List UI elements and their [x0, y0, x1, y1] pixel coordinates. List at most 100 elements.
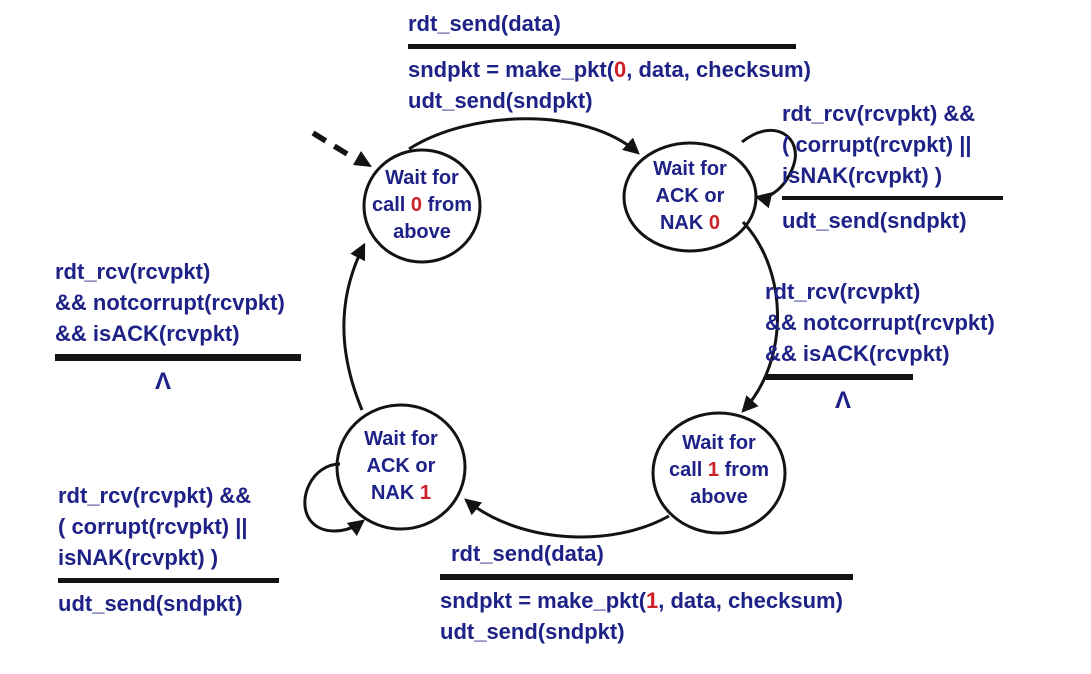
action-line: udt_send(sndpkt)	[58, 588, 279, 619]
transition-arrow-send0	[408, 117, 640, 155]
transition-label-send0: rdt_send(data) sndpkt = make_pkt(0, data…	[408, 8, 811, 116]
initial-state-arrow	[311, 130, 354, 160]
event-action-divider	[782, 196, 1003, 200]
event-action-divider	[58, 578, 279, 583]
action-line: sndpkt = make_pkt(0, data, checksum)	[408, 54, 811, 85]
state-wait-ack-nak-1: Wait for ACK or NAK 1	[326, 426, 476, 507]
action-text: udt_send(sndpkt)	[408, 88, 593, 113]
lambda-symbol: Λ	[835, 387, 852, 414]
event-text: && notcorrupt(rcvpkt)	[765, 310, 995, 335]
event-line: ( corrupt(rcvpkt) ||	[782, 129, 1003, 160]
event-line: rdt_rcv(rcvpkt)	[765, 276, 995, 307]
action-line: udt_send(sndpkt)	[440, 616, 853, 647]
transition-label-send1: rdt_send(data) sndpkt = make_pkt(1, data…	[440, 538, 853, 647]
event-line: rdt_rcv(rcvpkt) &&	[58, 480, 279, 511]
action-text: udt_send(sndpkt)	[440, 619, 625, 644]
event-line: && isACK(rcvpkt)	[765, 338, 995, 369]
event-text: ( corrupt(rcvpkt) ||	[782, 132, 972, 157]
state-line: ACK or	[615, 183, 765, 210]
self-loop-resend0	[741, 129, 797, 209]
state-text: NAK	[659, 212, 709, 234]
event-line: isNAK(rcvpkt) )	[58, 542, 279, 573]
state-line: above	[347, 219, 497, 246]
action-text: sndpkt = make_pkt(	[408, 57, 615, 82]
state-line: Wait for	[615, 156, 765, 183]
state-line: NAK 0	[615, 210, 765, 237]
state-text: from	[719, 459, 770, 481]
event-line: ( corrupt(rcvpkt) ||	[58, 511, 279, 542]
transition-label-ack0: rdt_rcv(rcvpkt) && notcorrupt(rcvpkt) &&…	[765, 276, 995, 416]
event-line: rdt_send(data)	[408, 8, 811, 39]
action-line: Λ	[55, 366, 301, 397]
event-action-divider	[765, 374, 913, 380]
state-text: Wait for	[364, 428, 438, 450]
event-text: rdt_send(data)	[451, 541, 604, 566]
state-line: call 0 from	[347, 192, 497, 219]
event-text: && isACK(rcvpkt)	[55, 321, 240, 346]
event-text: rdt_rcv(rcvpkt) &&	[782, 101, 976, 126]
state-text: call	[371, 194, 411, 216]
event-line: isNAK(rcvpkt) )	[782, 160, 1003, 191]
event-text: ( corrupt(rcvpkt) ||	[58, 514, 248, 539]
state-wait-ack-nak-0: Wait for ACK or NAK 0	[615, 156, 765, 237]
state-line: Wait for	[347, 165, 497, 192]
event-line: && notcorrupt(rcvpkt)	[765, 307, 995, 338]
state-text: NAK	[370, 482, 420, 504]
lambda-symbol: Λ	[155, 368, 172, 395]
sequence-digit: 1	[707, 459, 720, 481]
sequence-digit: 0	[614, 57, 627, 82]
event-line: rdt_rcv(rcvpkt)	[55, 256, 301, 287]
action-text: udt_send(sndpkt)	[782, 208, 967, 233]
action-text: udt_send(sndpkt)	[58, 591, 243, 616]
event-action-divider	[55, 354, 301, 361]
state-line: NAK 1	[326, 480, 476, 507]
event-text: rdt_rcv(rcvpkt) &&	[58, 483, 252, 508]
transition-label-ack1: rdt_rcv(rcvpkt) && notcorrupt(rcvpkt) &&…	[55, 256, 301, 397]
state-text: Wait for	[653, 158, 727, 180]
action-line: udt_send(sndpkt)	[408, 85, 811, 116]
event-text: isNAK(rcvpkt) )	[58, 545, 219, 570]
state-line: call 1 from	[644, 457, 794, 484]
state-line: Wait for	[644, 430, 794, 457]
action-text: , data, checksum)	[658, 588, 843, 613]
event-text: rdt_rcv(rcvpkt)	[765, 279, 921, 304]
action-line: Λ	[765, 385, 995, 416]
event-text: rdt_rcv(rcvpkt)	[55, 259, 211, 284]
state-line: ACK or	[326, 453, 476, 480]
state-wait-call-1: Wait for call 1 from above	[644, 430, 794, 511]
transition-arrow-ack1	[342, 242, 366, 411]
event-action-divider	[408, 44, 796, 49]
state-text: Wait for	[385, 167, 459, 189]
action-text: sndpkt = make_pkt(	[440, 588, 647, 613]
initial-state-arrowhead	[353, 151, 372, 167]
action-line: sndpkt = make_pkt(1, data, checksum)	[440, 585, 853, 616]
state-text: ACK or	[655, 185, 725, 207]
state-circle-wait-call-1	[651, 411, 787, 535]
state-line: above	[644, 484, 794, 511]
event-line: && isACK(rcvpkt)	[55, 318, 301, 349]
state-text: Wait for	[682, 432, 756, 454]
state-text: call	[668, 459, 708, 481]
state-line: Wait for	[326, 426, 476, 453]
state-wait-call-0: Wait for call 0 from above	[347, 165, 497, 246]
action-line: udt_send(sndpkt)	[782, 205, 1003, 236]
sequence-digit: 0	[410, 194, 423, 216]
transition-label-resend1: rdt_rcv(rcvpkt) && ( corrupt(rcvpkt) || …	[58, 480, 279, 619]
event-action-divider	[440, 574, 853, 580]
transition-arrow-send1	[464, 498, 670, 539]
event-text: && notcorrupt(rcvpkt)	[55, 290, 285, 315]
event-text: isNAK(rcvpkt) )	[782, 163, 943, 188]
state-text: above	[690, 486, 748, 508]
event-text: && isACK(rcvpkt)	[765, 341, 950, 366]
state-text: above	[393, 221, 451, 243]
sequence-digit: 1	[419, 482, 431, 504]
event-line: rdt_send(data)	[440, 538, 853, 569]
sequence-digit: 1	[646, 588, 659, 613]
state-text: ACK or	[366, 455, 436, 477]
transition-label-resend0: rdt_rcv(rcvpkt) && ( corrupt(rcvpkt) || …	[782, 98, 1003, 236]
self-loop-resend1	[303, 462, 365, 537]
event-text: rdt_send(data)	[408, 11, 561, 36]
state-circle-wait-call-0	[362, 148, 482, 264]
